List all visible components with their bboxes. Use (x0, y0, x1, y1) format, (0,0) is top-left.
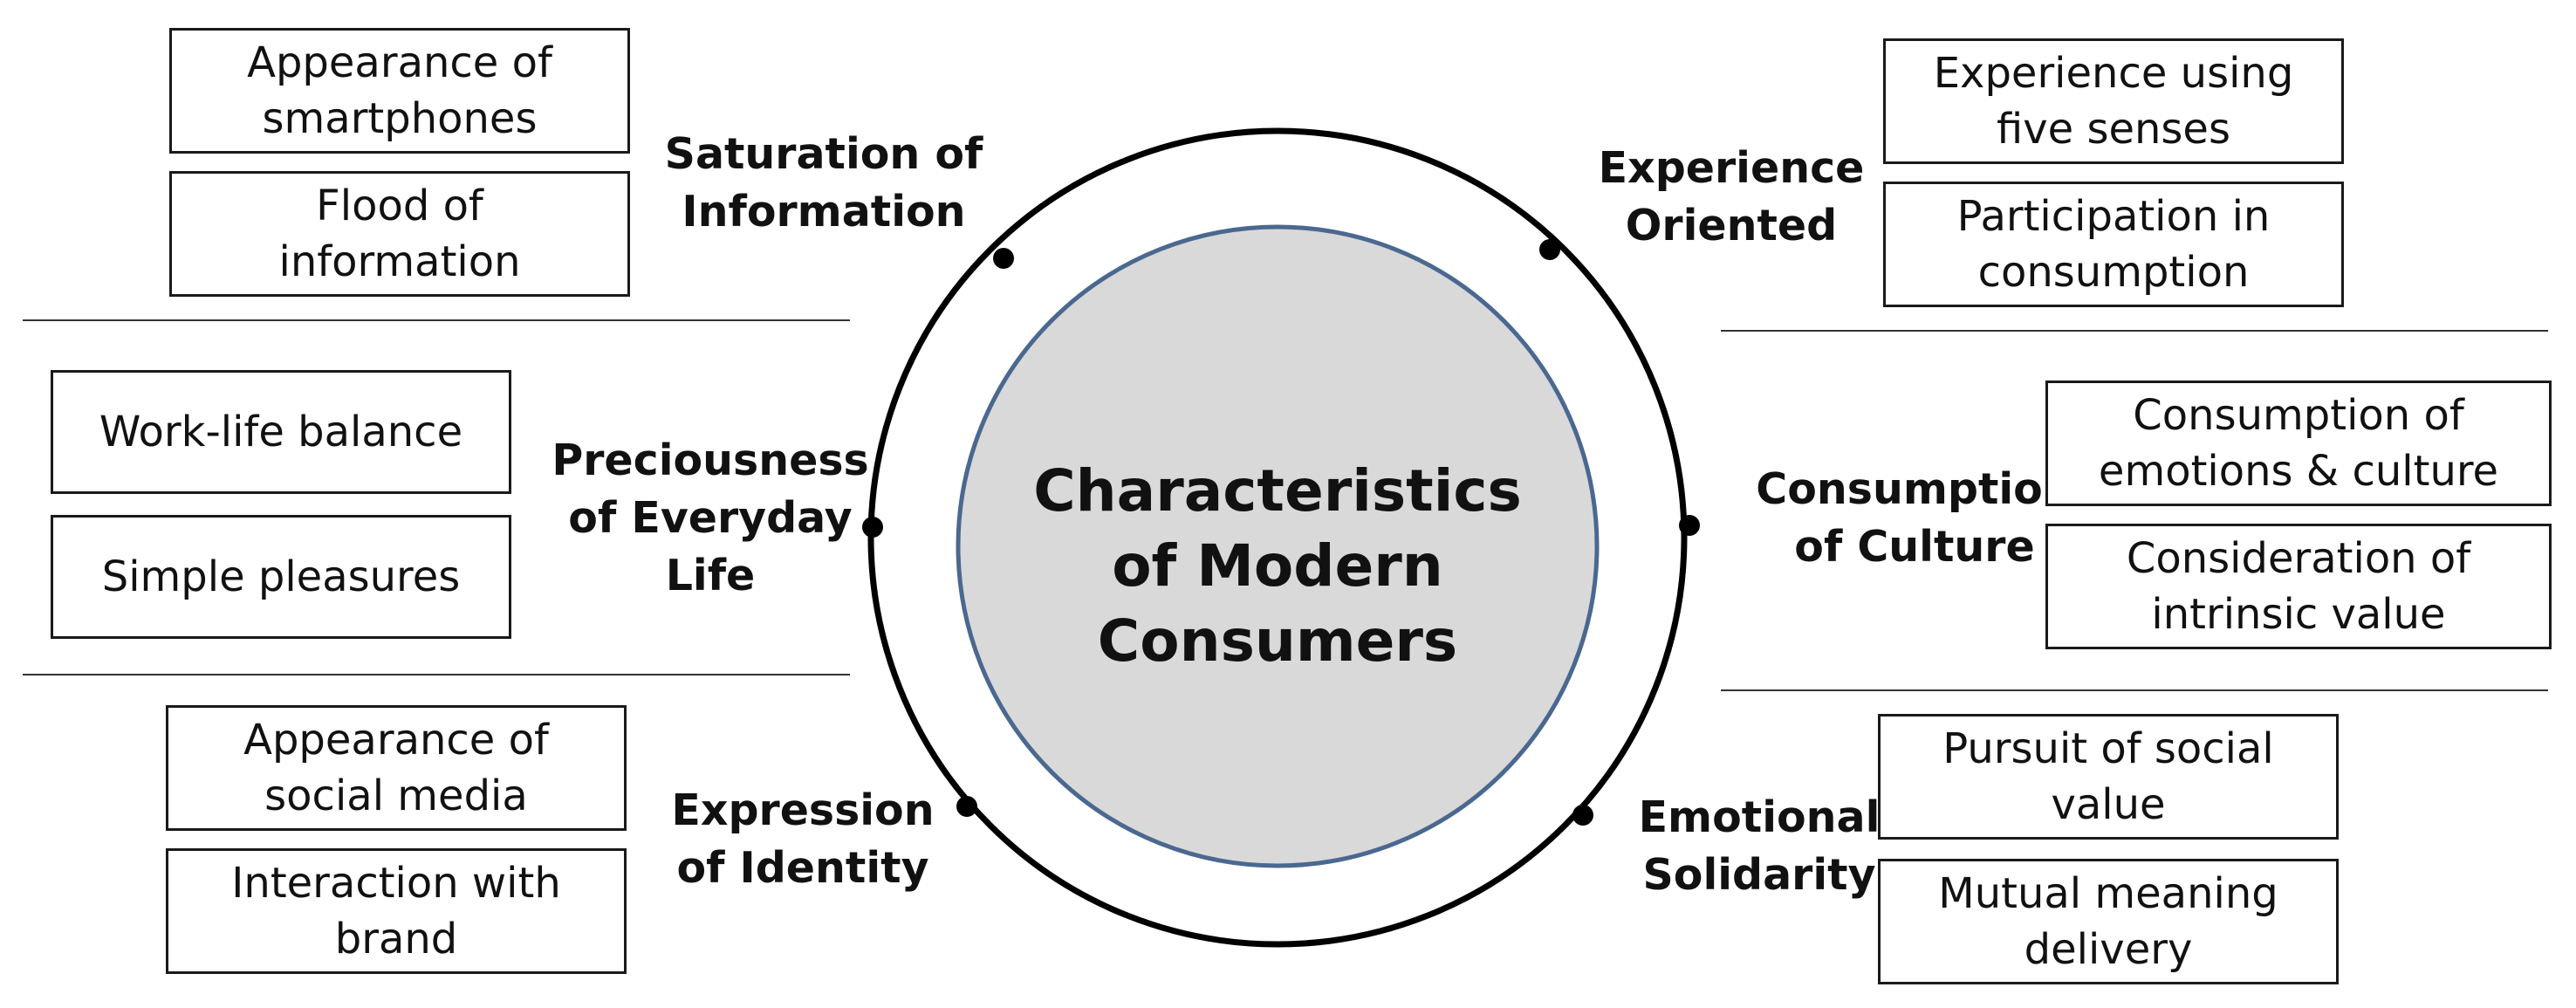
inner-disc-border (956, 224, 1600, 868)
divider-right-bottom (1721, 689, 2548, 691)
category-label-culture: Consumption of Culture (1756, 464, 2073, 572)
item-box-solidarity-1: Pursuit of social value (1878, 714, 2339, 840)
item-box-experience-2: Participation in consumption (1883, 182, 2344, 307)
item-box-preciousness-2: Simple pleasures (51, 515, 511, 639)
node-preciousness (862, 517, 883, 538)
item-box-culture-1: Consumption of emotions & culture (2045, 381, 2552, 506)
item-box-identity-2: Interaction with brand (166, 848, 627, 974)
category-label-saturation: Saturation of Information (664, 129, 983, 237)
item-box-identity-1: Appearance of social media (166, 705, 627, 831)
inner-disc (958, 227, 1597, 866)
item-box-saturation-2: Flood of information (169, 171, 630, 297)
node-culture (1679, 515, 1700, 536)
node-solidarity (1572, 805, 1593, 826)
divider-right-top (1721, 330, 2548, 332)
outer-ring (867, 127, 1688, 948)
node-experience (1539, 239, 1560, 260)
item-box-experience-1: Experience using five senses (1883, 38, 2344, 164)
category-label-solidarity: Emotional Solidarity (1638, 792, 1881, 900)
item-box-saturation-1: Appearance of smartphones (169, 28, 630, 154)
node-saturation (993, 248, 1014, 269)
item-box-culture-2: Consideration of intrinsic value (2045, 524, 2552, 649)
category-label-experience: Experience Oriented (1598, 143, 1865, 250)
item-box-preciousness-1: Work-life balance (51, 370, 511, 494)
node-identity (956, 796, 977, 817)
divider-left-top (23, 319, 850, 321)
category-label-preciousness: Preciousness of Everyday Life (552, 435, 869, 600)
center-title: Characteristics of Modern Consumers (1033, 457, 1522, 675)
category-label-identity: Expression of Identity (671, 785, 935, 893)
divider-left-bottom (23, 674, 850, 675)
item-box-solidarity-2: Mutual meaning delivery (1878, 859, 2339, 984)
